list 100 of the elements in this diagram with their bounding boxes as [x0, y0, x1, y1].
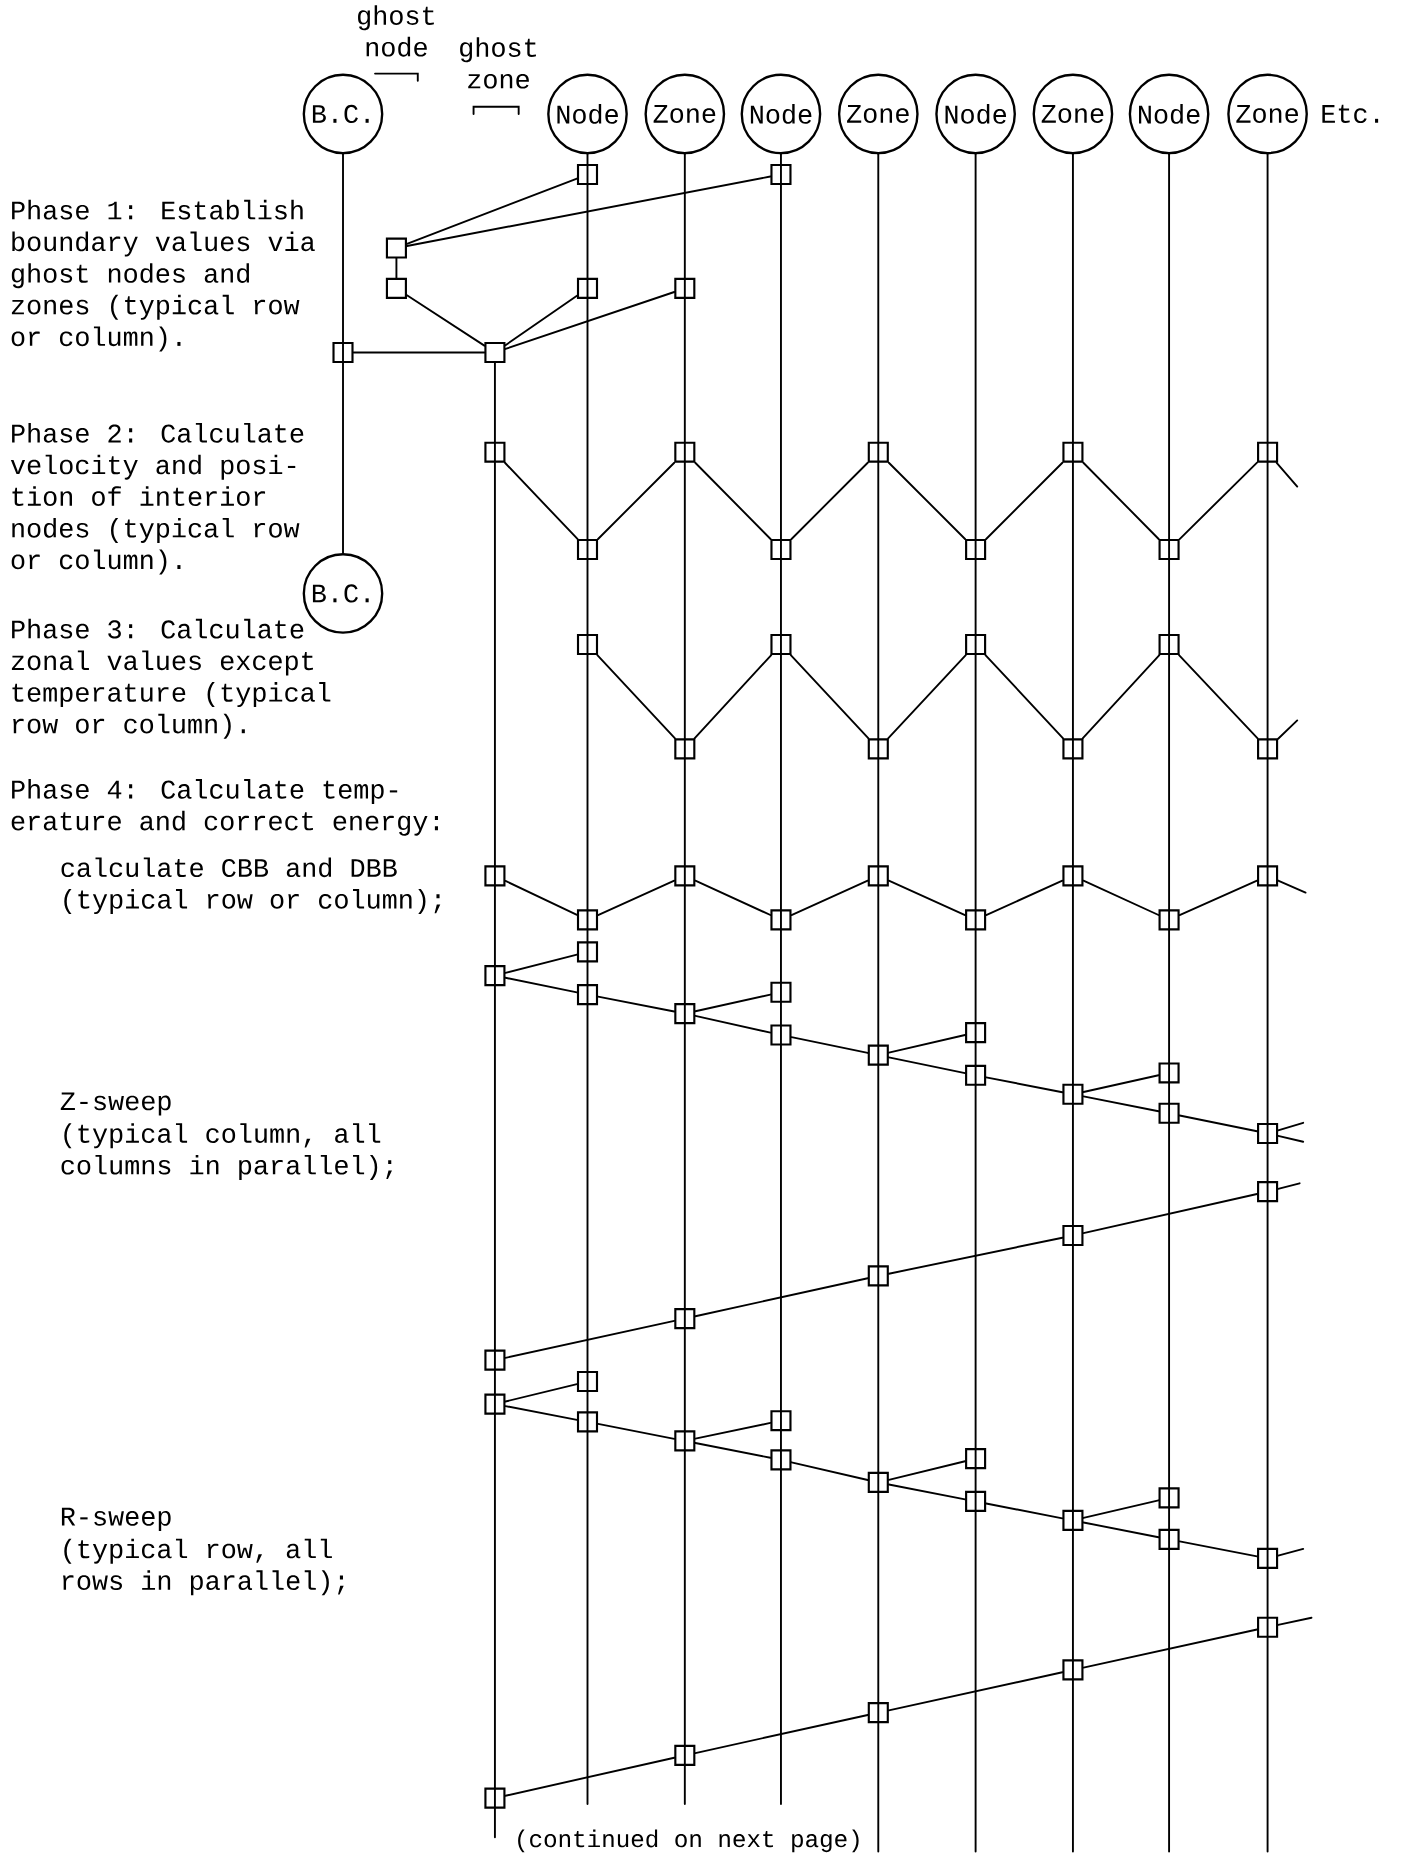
square-marker: [674, 865, 696, 887]
square-marker: [965, 1064, 987, 1086]
connector-line: [504, 1319, 676, 1359]
connector-line: [1178, 879, 1259, 917]
connector-line: [504, 879, 578, 916]
connector-line: [985, 879, 1064, 916]
connector-line: [395, 257, 398, 279]
connector-line: [790, 1461, 869, 1481]
connector-line: [877, 153, 880, 1853]
square-marker: [965, 909, 987, 931]
circle-node: Zone: [644, 73, 726, 155]
connector-line: [1275, 461, 1299, 488]
square-marker: [770, 163, 792, 186]
circle-node: B.C.: [302, 553, 384, 634]
square-marker: [867, 441, 889, 463]
square-marker: [867, 1265, 889, 1287]
connector-line: [1277, 1121, 1305, 1132]
square-marker: [577, 941, 599, 963]
square-marker: [484, 341, 506, 364]
connector-line: [694, 1421, 772, 1440]
square-marker: [1158, 909, 1180, 931]
square-marker: [674, 441, 696, 463]
connector-line: [406, 175, 772, 247]
connector-line: [406, 177, 578, 245]
connector-line: [888, 1671, 1064, 1712]
square-marker: [484, 965, 506, 987]
connector-line: [1082, 879, 1160, 916]
connector-line: [887, 654, 967, 740]
connector-line: [1277, 1547, 1305, 1557]
connector-line: [504, 1756, 676, 1797]
connector-line: [888, 1034, 967, 1054]
connector-line: [985, 1502, 1064, 1520]
connector-line: [494, 362, 496, 1839]
connector-line: [342, 153, 345, 555]
connector-line: [1277, 719, 1299, 740]
square-marker: [1257, 1122, 1279, 1145]
square-marker: [1158, 1062, 1180, 1084]
square-marker: [577, 1370, 599, 1393]
note: (continued on next page): [518, 1829, 859, 1853]
connector-line: [1178, 461, 1259, 541]
square-marker: [1158, 633, 1180, 656]
square-marker: [484, 1393, 506, 1415]
square-marker: [867, 1702, 889, 1724]
square-marker: [674, 1003, 696, 1025]
connector-line: [1178, 1540, 1259, 1558]
square-marker: [1062, 738, 1084, 760]
connector-line: [974, 153, 977, 1853]
square-marker: [577, 984, 599, 1006]
connector-line: [1082, 1095, 1160, 1113]
connector-line: [1082, 1521, 1160, 1539]
square-marker: [867, 1044, 889, 1066]
annotation: ghost zone: [460, 37, 537, 89]
connector-line: [1178, 1114, 1259, 1133]
circle-node: B.C.: [302, 73, 384, 155]
circle-node: Node: [547, 73, 628, 155]
connector-line: [504, 1383, 578, 1403]
connector-line: [586, 153, 589, 1805]
square-marker: [577, 1411, 599, 1433]
square-marker: [770, 1449, 792, 1471]
connector-line: [597, 1423, 676, 1440]
connector-line: [789, 654, 870, 740]
square-marker: [1062, 1083, 1084, 1105]
connector-line: [790, 461, 869, 540]
connector-line: [597, 879, 676, 916]
phase-description: Phase 2: Calculate velocity and posi- tion of interior nodes (typical row or column).: [10, 423, 304, 575]
square-marker: [577, 633, 599, 656]
circle-node: Zone: [838, 73, 919, 155]
square-marker: [965, 633, 987, 656]
connector-line: [1178, 654, 1259, 740]
connector-line: [504, 953, 578, 974]
square-marker: [577, 277, 599, 299]
square-marker: [674, 738, 696, 760]
square-marker: [867, 865, 889, 887]
connector-line: [1082, 461, 1160, 540]
square-marker: [770, 1410, 792, 1432]
square-marker: [674, 1430, 696, 1452]
connector-line: [683, 153, 686, 1805]
connector-line: [597, 461, 676, 540]
square-marker: [577, 538, 599, 561]
connector-line: [694, 461, 772, 540]
circle-node: Node: [935, 73, 1017, 155]
connector-line: [596, 654, 677, 740]
circle-node: Zone: [1227, 73, 1309, 155]
connector-line: [694, 879, 772, 916]
connector-line: [985, 1076, 1064, 1094]
connector-line: [790, 879, 869, 916]
connector-line: [1082, 1074, 1160, 1093]
connector-line: [1168, 153, 1171, 1853]
square-marker: [385, 277, 408, 299]
connector-line: [694, 1015, 772, 1034]
connector-line: [694, 1442, 772, 1459]
circle-node: Node: [1128, 73, 1210, 155]
connector-line: [504, 1405, 578, 1421]
connector-line: [1277, 1135, 1305, 1143]
square-marker: [1257, 738, 1279, 760]
connector-line: [888, 1236, 1064, 1275]
step-description: (typical column, all columns in parallel);: [61, 1123, 393, 1180]
connector-line: [694, 993, 772, 1013]
connector-line: [888, 461, 967, 540]
connector-line: [985, 461, 1064, 540]
